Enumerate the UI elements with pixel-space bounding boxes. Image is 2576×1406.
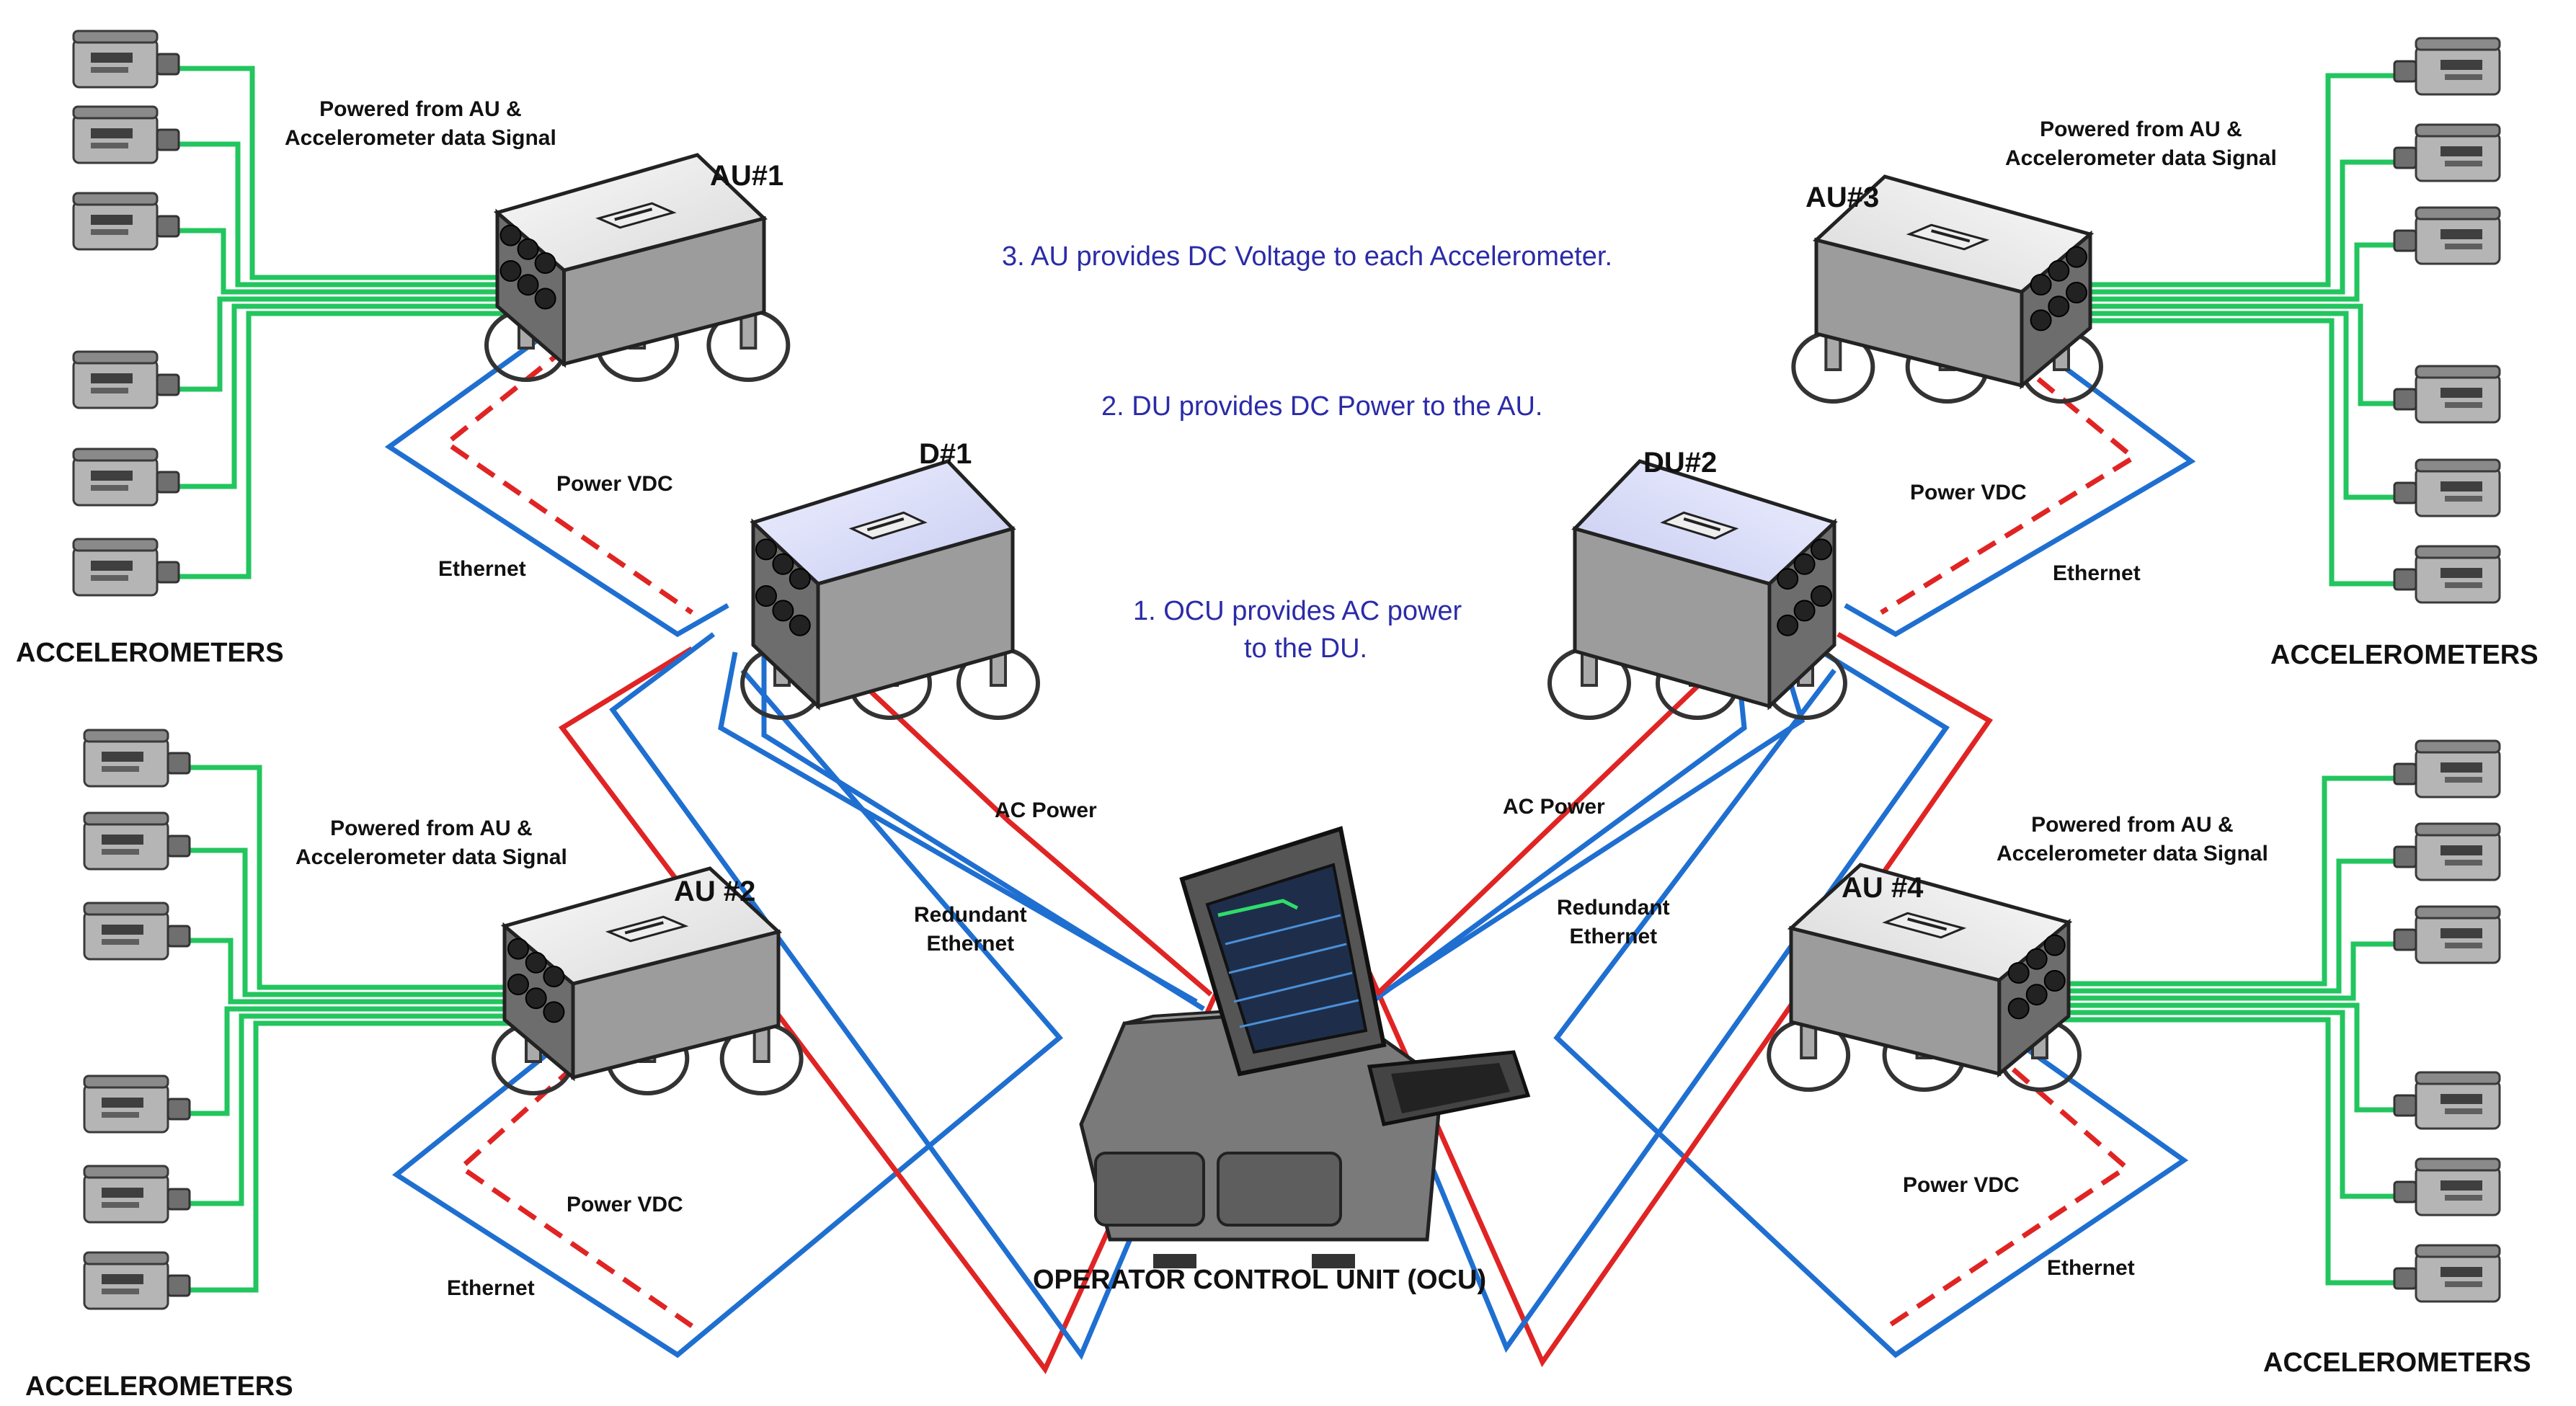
accelerometer-icon <box>72 350 180 409</box>
au4-accelerometer-cables <box>2047 775 2400 1286</box>
ac-power-left: AC Power <box>995 798 1097 822</box>
au2-du1-links <box>392 668 1063 1358</box>
power-vdc-au4: Power VDC <box>1903 1173 2020 1197</box>
au3-accelerometer-cables <box>2076 73 2400 587</box>
note-du-dc-power: 2. DU provides DC Power to the AU. <box>1101 391 1543 422</box>
au4-du2-links <box>1553 668 2189 1358</box>
au2-accelerometer-cables <box>184 765 512 1293</box>
du2-enclosure <box>1547 459 1847 720</box>
powered-line2: Accelerometer data Signal <box>1997 842 2268 866</box>
power-vdc-au1: Power VDC <box>556 472 673 496</box>
au4-title: AU #4 <box>1842 872 1924 904</box>
power-vdc-au2: Power VDC <box>567 1193 683 1216</box>
accelerometers-label-bottom-left: ACCELEROMETERS <box>25 1371 293 1402</box>
accelerometer-icons <box>72 30 2501 1310</box>
accelerometer-icon <box>2393 739 2501 798</box>
ethernet-au2: Ethernet <box>447 1276 535 1300</box>
au2-enclosure <box>492 866 804 1095</box>
au3-du2-links <box>1844 326 2196 638</box>
ethernet-au1: Ethernet <box>438 557 526 581</box>
note-ocu-ac-power-line2: to the DU. <box>1244 633 1368 664</box>
au1-enclosure <box>484 153 791 382</box>
accelerometer-icon <box>83 1074 191 1134</box>
note-au-dc-voltage: 3. AU provides DC Voltage to each Accele… <box>1002 241 1613 272</box>
accelerometer-icon <box>2393 1244 2501 1303</box>
accelerometer-icon <box>83 729 191 788</box>
accelerometer-icon <box>72 192 180 251</box>
accelerometer-icon <box>2393 545 2501 604</box>
accelerometer-icon <box>2393 123 2501 182</box>
du2-title: DU#2 <box>1643 447 1718 479</box>
powered-line2: Accelerometer data Signal <box>285 126 556 150</box>
au4-enclosure <box>1767 863 2082 1092</box>
ac-power-right: AC Power <box>1503 795 1605 819</box>
au3-enclosure <box>1791 174 2103 404</box>
powered-label-au2: Powered from AU & Accelerometer data Sig… <box>296 814 567 872</box>
accelerometer-icon <box>72 448 180 507</box>
accelerometers-label-top-left: ACCELEROMETERS <box>16 638 284 668</box>
ocu-title: OPERATOR CONTROL UNIT (OCU) <box>1033 1265 1487 1295</box>
powered-line2: Accelerometer data Signal <box>2005 146 2277 170</box>
powered-line1: Powered from AU & <box>330 817 533 840</box>
au1-title: AU#1 <box>710 160 784 192</box>
du1-enclosure <box>740 459 1040 720</box>
accelerometers-label-top-right: ACCELEROMETERS <box>2270 640 2539 670</box>
ocu-icon <box>1079 826 1531 1268</box>
accelerometer-icon <box>2393 206 2501 265</box>
accelerometer-icon <box>83 1165 191 1224</box>
accelerometer-icon <box>72 538 180 597</box>
powered-line2: Accelerometer data Signal <box>296 845 567 869</box>
redundant-line1: Redundant <box>1557 896 1670 920</box>
accelerometer-icon <box>83 902 191 961</box>
power-vdc-au3: Power VDC <box>1910 481 2027 504</box>
accelerometer-icon <box>72 30 180 89</box>
du1-title: D#1 <box>919 438 972 470</box>
redundant-line2: Ethernet <box>926 932 1015 956</box>
enclosures <box>484 153 2103 1095</box>
accelerometer-icon <box>83 1251 191 1310</box>
accelerometer-icon <box>2393 905 2501 964</box>
au1-accelerometer-cables <box>173 66 505 579</box>
powered-line1: Powered from AU & <box>319 97 522 121</box>
accelerometer-icon <box>2393 37 2501 96</box>
accelerometer-icon <box>2393 458 2501 517</box>
note-ocu-ac-power-line1: 1. OCU provides AC power <box>1133 596 1462 626</box>
au2-title: AU #2 <box>674 876 756 907</box>
accelerometer-icon <box>2393 365 2501 424</box>
powered-label-au1: Powered from AU & Accelerometer data Sig… <box>285 95 556 153</box>
redundant-ethernet-right: Redundant Ethernet <box>1557 894 1670 951</box>
powered-label-au3: Powered from AU & Accelerometer data Sig… <box>2005 115 2277 173</box>
redundant-line1: Redundant <box>914 903 1027 927</box>
accelerometers-label-bottom-right: ACCELEROMETERS <box>2263 1348 2531 1378</box>
powered-line1: Powered from AU & <box>2031 813 2234 837</box>
accelerometer-icon <box>2393 1071 2501 1130</box>
au1-du1-links <box>384 315 729 638</box>
accelerometer-icon <box>72 105 180 164</box>
accelerometer-icon <box>2393 1157 2501 1216</box>
powered-label-au4: Powered from AU & Accelerometer data Sig… <box>1997 811 2268 868</box>
ethernet-au4: Ethernet <box>2047 1256 2135 1280</box>
powered-line1: Powered from AU & <box>2040 117 2242 141</box>
accelerometer-icon <box>2393 822 2501 881</box>
redundant-line2: Ethernet <box>1569 925 1658 948</box>
accelerometer-icon <box>83 811 191 871</box>
ethernet-au3: Ethernet <box>2053 561 2141 585</box>
au3-title: AU#3 <box>1806 182 1880 213</box>
redundant-ethernet-left: Redundant Ethernet <box>914 901 1027 958</box>
